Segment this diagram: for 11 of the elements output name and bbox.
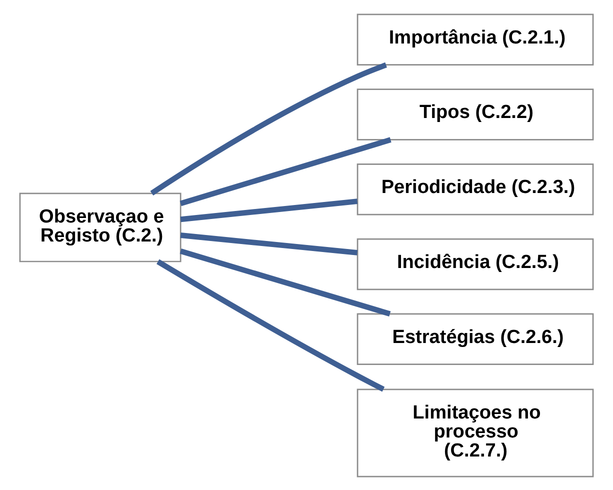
connector bbox=[156, 258, 385, 392]
connector bbox=[150, 62, 387, 195]
node-box: Observaçao e Registo (C.2.) bbox=[19, 192, 182, 262]
node-box: Importância (C.2.1.) bbox=[356, 13, 594, 65]
node-box: Incidência (C.2.5.) bbox=[356, 238, 594, 290]
node-box: Limitaçoes no processo (C.2.7.) bbox=[356, 388, 594, 477]
connector bbox=[180, 232, 358, 255]
node-box: Periodicidade (C.2.3.) bbox=[356, 162, 594, 215]
node-box: Tipos (C.2.2) bbox=[356, 88, 594, 140]
node-box: Estratégias (C.2.6.) bbox=[356, 312, 594, 364]
connector bbox=[180, 198, 358, 222]
